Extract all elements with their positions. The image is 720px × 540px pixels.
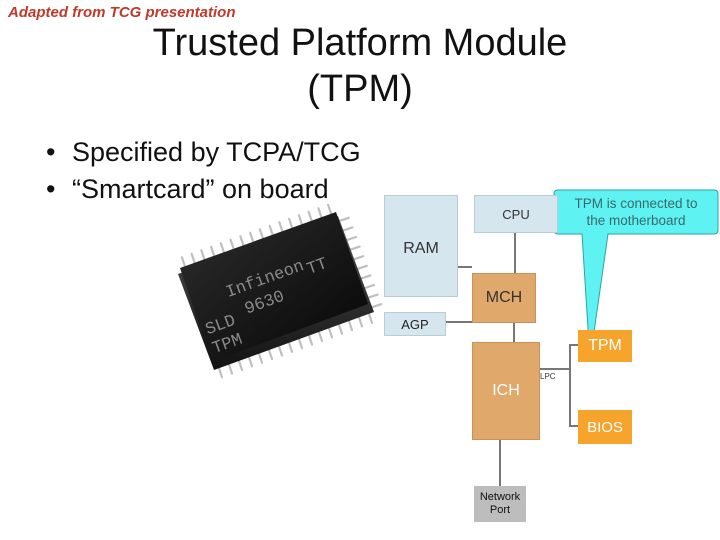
network-label-line-2: Port — [489, 504, 511, 516]
chip-pin — [249, 231, 255, 243]
chip-pin — [342, 226, 354, 232]
bios-label: BIOS — [587, 418, 623, 436]
tpm-box: TPM — [578, 330, 632, 362]
ich-box: ICH — [472, 342, 540, 440]
chip-pin — [338, 216, 350, 222]
chip-pin — [347, 319, 354, 332]
callout-line-1: TPM is connected to — [574, 196, 698, 211]
ram-mch-link — [458, 266, 472, 268]
tpm-label: TPM — [588, 337, 622, 354]
chip-pin — [257, 352, 264, 364]
chip-pin — [288, 217, 294, 229]
chip-pin — [317, 207, 323, 219]
title-line-2: (TPM) — [307, 68, 413, 110]
callout-line-2: the motherboard — [586, 213, 686, 228]
chip-pin — [267, 348, 274, 361]
source-credit: Adapted from TCG presentation — [8, 4, 236, 21]
mch-ich-link — [513, 322, 515, 342]
chip-pin — [349, 245, 361, 251]
ich-lpc-link — [540, 368, 570, 370]
chip-pin — [180, 256, 186, 268]
chip-pin — [190, 252, 196, 264]
chip-pin — [345, 235, 358, 242]
chip-pins-right — [338, 216, 383, 309]
chip-pin — [327, 327, 334, 339]
chip-pin — [317, 330, 324, 343]
network-label-line-1: Network — [479, 491, 521, 503]
lpc-tpm-link — [569, 344, 581, 346]
ich-network-link — [499, 440, 501, 490]
chip-pin — [217, 367, 224, 379]
chip-pin — [307, 210, 313, 222]
chip-pin — [237, 359, 244, 372]
chip-pin — [287, 341, 294, 353]
callout-text: TPM is connected to the motherboard — [556, 192, 716, 232]
network-port-box: Network Port — [474, 486, 526, 522]
chip-pin — [277, 345, 284, 357]
lpc-bus-line — [569, 344, 571, 426]
chip-pin — [297, 214, 303, 226]
bios-box: BIOS — [578, 410, 632, 444]
ich-label: ICH — [492, 382, 520, 399]
chip-pin — [210, 245, 216, 257]
mch-label: MCH — [485, 289, 523, 306]
title-line-1: Trusted Platform Module — [152, 22, 568, 64]
agp-label: AGP — [401, 316, 429, 332]
chip-graphic: Infineon TT 9630 SLD TPM — [178, 203, 383, 379]
mch-box: MCH — [472, 273, 536, 323]
chip-pin — [367, 312, 374, 324]
chip-pins-bottom — [217, 312, 374, 379]
cpu-box: CPU — [474, 195, 558, 233]
lpc-label: LPC — [540, 372, 556, 381]
chip-pins-top — [180, 203, 333, 268]
chip-pin — [356, 264, 368, 270]
chip-pin — [327, 203, 333, 215]
tpm-chip-photo: Infineon TT 9630 SLD TPM — [168, 203, 384, 380]
lpc-bios-link — [569, 425, 581, 427]
chip-pin — [337, 323, 344, 335]
chip-pin — [227, 363, 234, 375]
chip-body — [180, 212, 368, 362]
bullet-item: “Smartcard” on board — [46, 171, 361, 208]
chip-pin — [367, 293, 379, 299]
chip-pin — [371, 303, 383, 309]
chip-pin — [219, 242, 225, 254]
slide-title: Trusted Platform Module (TPM) — [100, 20, 620, 112]
agp-box: AGP — [384, 312, 446, 336]
agp-mch-link — [446, 321, 472, 323]
chip-pin — [360, 274, 372, 280]
ram-box: RAM — [384, 195, 458, 297]
chip-pin — [229, 238, 235, 250]
chip-pin — [297, 338, 304, 350]
chip-pin — [353, 255, 365, 261]
chip-pin — [357, 316, 364, 328]
bullet-item: Specified by TCPA/TCG — [46, 134, 361, 171]
bullet-list: Specified by TCPA/TCG “Smartcard” on boa… — [46, 134, 361, 208]
chip-pin — [307, 334, 314, 346]
chip-pin — [200, 249, 206, 261]
chip-pin — [258, 228, 264, 240]
chip-pin — [247, 356, 254, 368]
chip-pin — [268, 224, 274, 236]
chip-pin — [239, 235, 245, 247]
chip-pin — [278, 221, 284, 233]
chip-pin — [363, 283, 376, 290]
cpu-label: CPU — [502, 206, 530, 222]
ram-label: RAM — [403, 240, 439, 257]
cpu-mch-link — [514, 232, 516, 274]
